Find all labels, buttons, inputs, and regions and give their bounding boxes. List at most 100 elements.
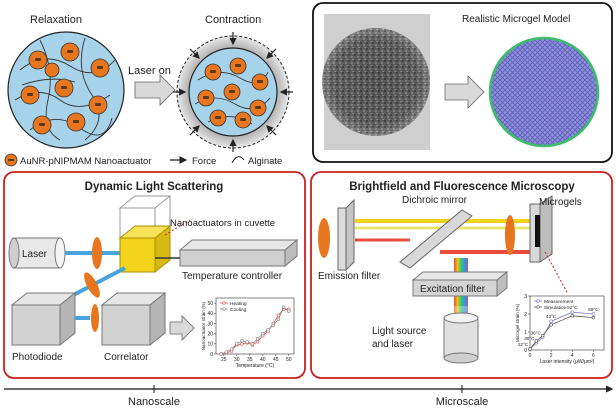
x-tick-label: 0 — [529, 353, 532, 359]
bfm-panel: Brightfield and Fluorescence Microscopy … — [310, 171, 613, 379]
x-tick-label: 2 — [550, 353, 553, 359]
y-tick-label: 40 — [207, 311, 213, 317]
temperature-controller — [178, 238, 299, 268]
y-tick-label: 50 — [207, 301, 213, 307]
process-arrow-icon — [134, 74, 176, 106]
photodiode: Photodiode — [10, 291, 77, 363]
x-tick-label: 30 — [234, 357, 240, 363]
temperature-annotation: 59°C — [588, 307, 599, 312]
microgels-label: Microgels — [539, 197, 582, 208]
nanoactuators-label: Nanoactuators in cuvette — [170, 218, 275, 229]
legend-marker — [222, 307, 226, 311]
realistic-microgel-model — [488, 36, 600, 148]
legend-label: Measurement — [544, 299, 574, 305]
excitation-filter: Excitation filter — [411, 270, 509, 298]
lens-icon — [92, 237, 102, 269]
laser-label: Laser — [22, 249, 48, 260]
x-tick-label: 40 — [260, 357, 266, 363]
relaxed-microgel — [7, 31, 125, 149]
x-tick-label: 35 — [247, 357, 253, 363]
temperature-annotation: 43°C — [546, 314, 557, 319]
data-point — [549, 319, 553, 323]
legend-nanoactuator: AuNR-pNIPMAM Nanoactuator — [20, 156, 151, 167]
data-point — [240, 342, 244, 346]
temp-controller-label: Temperature controller — [182, 271, 283, 282]
chart-frame — [529, 295, 605, 351]
data-point — [281, 305, 286, 309]
legend-label: Simulation — [544, 305, 567, 311]
x-tick-label: 45 — [273, 357, 279, 363]
data-point — [245, 340, 249, 344]
legend-marker — [536, 299, 540, 303]
legend-label: Cooling — [230, 307, 247, 313]
realistic-model-title: Realistic Microgel Model — [462, 14, 570, 25]
data-point — [591, 312, 596, 316]
top-left-legend: AuNR-pNIPMAM Nanoactuator Force Alginate — [4, 153, 282, 167]
data-point — [250, 342, 255, 346]
temperature-annotation: 52°C — [567, 305, 578, 310]
dls-title: Dynamic Light Scattering — [85, 181, 224, 193]
y-tick-label: 3 — [524, 294, 527, 300]
lens-icon — [84, 272, 100, 298]
nanoscale-label: Nanoscale — [128, 396, 180, 408]
scale-axis: Nanoscale Microscale — [4, 385, 614, 408]
data-point — [266, 327, 270, 332]
light-source: Light source and laser — [372, 312, 479, 364]
data-point — [271, 323, 275, 328]
y-tick-label: 2 — [524, 312, 527, 318]
x-tick-label: 50 — [286, 357, 292, 363]
excitation-filter-label: Excitation filter — [420, 284, 486, 295]
dichroic-mirror: Dichroic mirror — [399, 195, 473, 269]
y-tick-label: 20 — [207, 331, 213, 337]
temperature-annotation: 36°C — [531, 330, 542, 335]
alginate-icon — [231, 156, 245, 164]
temperature-annotation: 30°C — [524, 336, 535, 341]
y-tick-label: 0 — [210, 352, 213, 358]
y-tick-label: 1 — [524, 330, 527, 336]
lens-icon — [91, 304, 99, 332]
light-source-label-1: Light source — [372, 326, 427, 337]
laser-on-label: Laser on — [128, 65, 171, 77]
y-tick-label: 10 — [207, 342, 213, 348]
data-point — [528, 347, 532, 351]
data-point — [549, 323, 553, 327]
data-point — [534, 339, 539, 343]
microscale-label: Microscale — [436, 396, 489, 408]
data-point — [570, 314, 574, 318]
relaxation-title: Relaxation — [30, 14, 82, 26]
dls-laser: Laser — [8, 237, 66, 269]
data-point — [255, 340, 260, 344]
data-point — [591, 315, 596, 320]
y-axis-label: Nanoactuator strain (%) — [201, 301, 206, 350]
data-point — [570, 310, 574, 314]
emission-filter: Emission filter — [318, 198, 381, 282]
cuvette — [118, 195, 172, 274]
top-right-panel: Realistic Microgel Model — [312, 2, 613, 163]
legend-label: Heating — [230, 301, 247, 307]
legend-alginate: Alginate — [248, 156, 282, 167]
legend-marker — [536, 305, 540, 309]
series-line — [529, 315, 594, 350]
light-source-label-2: and laser — [372, 339, 414, 350]
contraction-title: Contraction — [205, 14, 261, 26]
dls-panel: Dynamic Light Scattering Laser Nanoactua… — [3, 171, 306, 379]
microgel-stage: Microgels — [529, 195, 582, 263]
data-point — [229, 347, 234, 351]
emission-filter-label: Emission filter — [318, 271, 381, 282]
y-tick-label: 30 — [207, 321, 213, 327]
x-axis-label: Laser intensity (μW/μm²) — [540, 359, 595, 365]
legend-marker — [222, 301, 226, 305]
chart-frame — [215, 297, 295, 355]
data-point — [276, 317, 281, 322]
y-tick-label: 0 — [524, 348, 527, 354]
x-tick-label: 25 — [221, 357, 227, 363]
lens-icon — [505, 215, 515, 255]
top-left-panel: Relaxation Contraction — [4, 14, 293, 167]
legend-force: Force — [192, 156, 216, 167]
y-axis-label: Microgel strain (%) — [515, 303, 520, 342]
temperature-annotation: 22°C — [518, 342, 529, 347]
correlator-label: Correlator — [104, 352, 149, 363]
